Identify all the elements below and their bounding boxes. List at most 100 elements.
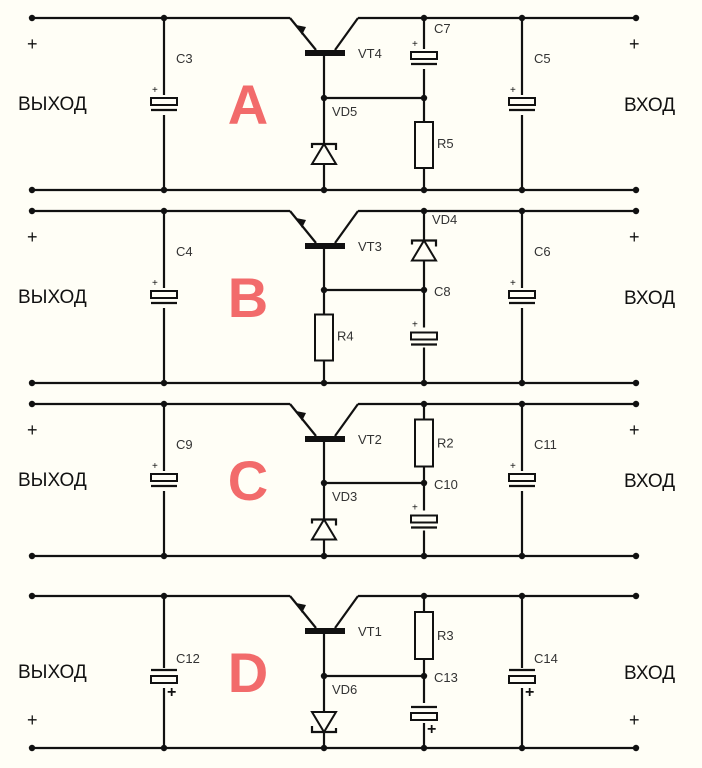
transistor: VT1 <box>289 595 382 639</box>
capacitor-plate-positive <box>410 514 438 524</box>
input-capacitor-label: C11 <box>534 437 557 452</box>
junction-dot <box>632 592 640 600</box>
polarity-plus-icon: + <box>427 721 436 738</box>
emitter-arrow-icon <box>296 603 306 613</box>
junction-dot <box>28 186 36 194</box>
capacitor-plate-positive <box>150 473 178 482</box>
output-capacitor: + <box>150 85 178 112</box>
input-plus-icon: + <box>629 34 640 54</box>
output-capacitor-label: C12 <box>176 651 200 666</box>
output-capacitor: + <box>150 278 178 305</box>
transistor-label: VT1 <box>358 624 382 639</box>
input-plus-icon: + <box>629 227 640 247</box>
base-lower-label: VD3 <box>332 489 357 504</box>
zener-cathode-bar <box>410 239 438 247</box>
base-lower-zener <box>310 142 338 165</box>
right-lower-label: C13 <box>434 670 458 685</box>
polarity-plus-icon: + <box>167 684 176 701</box>
polarity-plus-icon: + <box>510 85 516 96</box>
zener-triangle <box>410 238 438 262</box>
capacitor-plate-positive <box>410 712 438 721</box>
output-capacitor: + <box>150 668 178 701</box>
capacitor-plate-positive <box>150 290 178 299</box>
emitter-arrow-icon <box>296 25 306 35</box>
panel-letter: B <box>228 266 268 329</box>
input-capacitor: + <box>508 668 536 701</box>
transistor-collector <box>334 403 359 437</box>
right-lower-resistor <box>414 121 434 169</box>
junction-dot <box>632 379 640 387</box>
input-terminal-label: ВХОД <box>624 288 675 309</box>
input-terminal-label: ВХОД <box>624 95 675 116</box>
base-lower-label: R4 <box>337 329 354 344</box>
capacitor-plate-positive <box>410 331 438 341</box>
junction-dot <box>28 379 36 387</box>
capacitor-plate-positive <box>150 675 178 684</box>
capacitor-plate-positive <box>508 97 536 106</box>
input-plus-icon: + <box>629 710 640 730</box>
polarity-plus-icon: + <box>510 461 516 472</box>
panel-letter: D <box>228 641 268 704</box>
transistor-emitter <box>289 595 317 629</box>
right-lower-capacitor: + <box>410 320 438 346</box>
zener-cathode-bar <box>310 518 338 526</box>
output-plus-icon: + <box>27 420 38 440</box>
transistor-label: VT2 <box>358 432 382 447</box>
output-terminal-label: ВЫХОД <box>18 287 87 308</box>
base-lower-resistor <box>314 313 334 362</box>
polarity-plus-icon: + <box>412 503 418 514</box>
transistor-collector <box>334 210 359 244</box>
right-upper-label: VD4 <box>432 212 457 227</box>
input-capacitor-label: C6 <box>534 244 551 259</box>
input-capacitor-label: C5 <box>534 51 551 66</box>
transistor: VT2 <box>289 403 382 447</box>
input-plus-icon: + <box>629 420 640 440</box>
zener-triangle <box>310 142 338 165</box>
transistor: VT4 <box>289 17 382 61</box>
right-upper-resistor <box>414 418 434 468</box>
output-capacitor-label: C4 <box>176 244 193 259</box>
output-capacitor-label: C9 <box>176 437 193 452</box>
junction-dot <box>632 744 640 752</box>
right-lower-capacitor: + <box>410 705 438 738</box>
output-capacitor: + <box>150 461 178 488</box>
output-capacitor-label: C3 <box>176 51 193 66</box>
polarity-plus-icon: + <box>152 278 158 289</box>
junction-dot <box>632 400 640 408</box>
input-terminal-label: ВХОД <box>624 471 675 492</box>
panel-letter: C <box>228 449 268 512</box>
input-capacitor: + <box>508 85 536 112</box>
base-lower-label: VD5 <box>332 104 357 119</box>
input-terminal-label: ВХОД <box>624 663 675 684</box>
junction-dot <box>632 552 640 560</box>
base-lower-label: VD6 <box>332 682 357 697</box>
polarity-plus-icon: + <box>412 320 418 331</box>
junction-dot <box>28 400 36 408</box>
transistor-emitter <box>289 210 317 244</box>
right-upper-resistor <box>414 611 434 660</box>
capacitor-plate-positive <box>410 51 438 60</box>
polarity-plus-icon: + <box>412 39 418 50</box>
junction-dot <box>28 592 36 600</box>
output-plus-icon: + <box>27 710 38 730</box>
emitter-arrow-icon <box>296 218 306 228</box>
junction-dot <box>28 744 36 752</box>
transistor: VT3 <box>289 210 382 254</box>
output-terminal-label: ВЫХОД <box>18 470 87 491</box>
polarity-plus-icon: + <box>152 461 158 472</box>
zener-triangle <box>310 711 338 734</box>
input-capacitor: + <box>508 461 536 488</box>
transistor-collector <box>334 595 359 629</box>
emitter-arrow-icon <box>296 411 306 421</box>
junction-dot <box>28 552 36 560</box>
transistor-label: VT3 <box>358 239 382 254</box>
junction-dot <box>28 207 36 215</box>
transistor-emitter <box>289 403 317 437</box>
right-upper-label: C7 <box>434 21 451 36</box>
capacitor-plate-positive <box>150 97 178 106</box>
junction-dot <box>632 207 640 215</box>
right-lower-label: C8 <box>434 284 451 299</box>
